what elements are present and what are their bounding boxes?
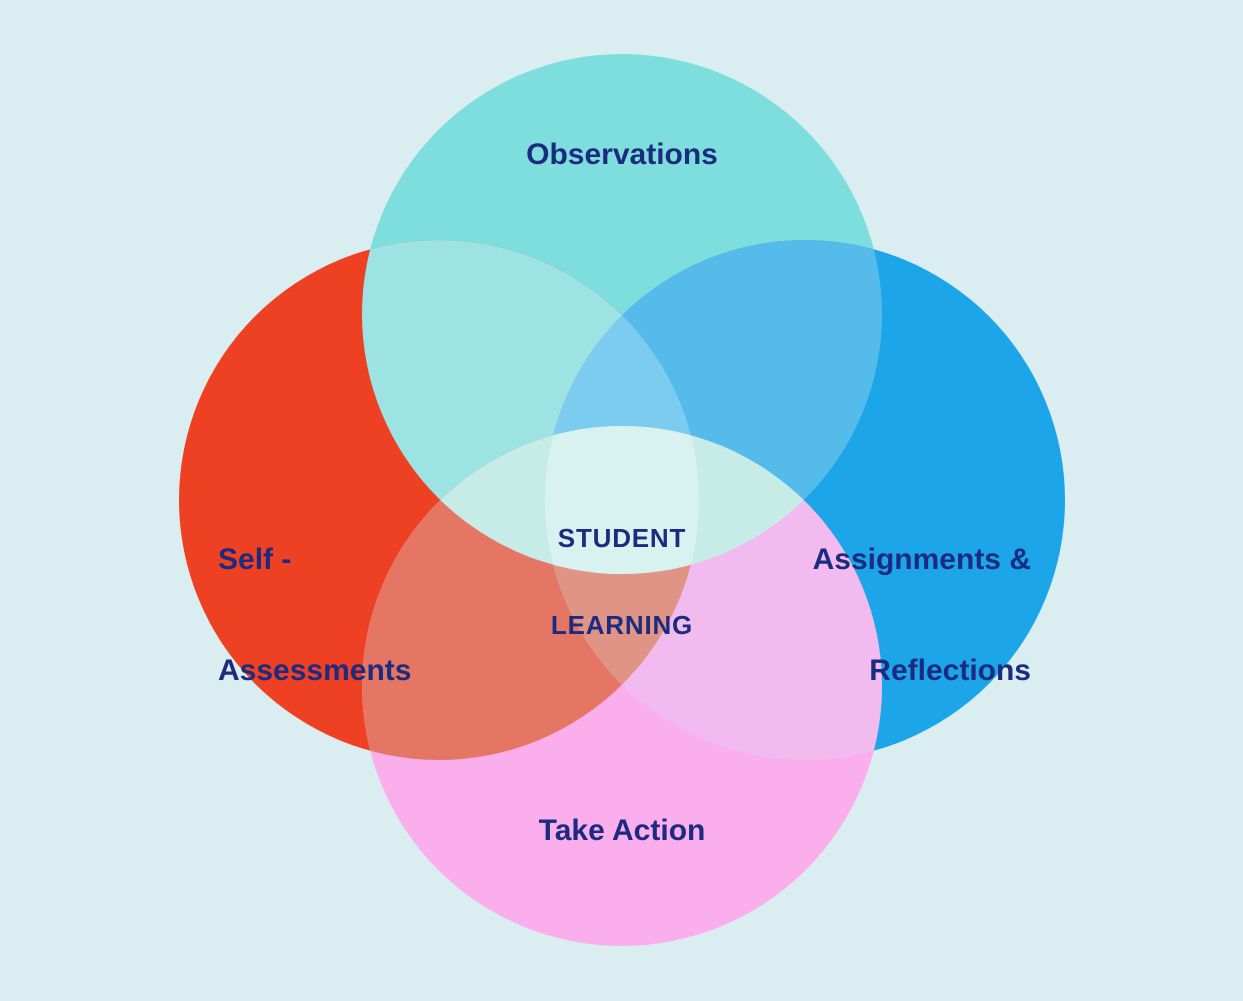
- center-title-line1: STUDENT: [557, 523, 687, 553]
- label-assignments-reflections: Assignments & Reflections: [813, 467, 1031, 763]
- label-self-assessments-line1: Self -: [218, 543, 292, 576]
- label-assignments-line2: Reflections: [869, 654, 1031, 687]
- center-title-line2: LEARNING: [550, 610, 694, 640]
- label-self-assessments: Self - Assessments: [218, 467, 411, 763]
- label-take-action: Take Action: [538, 814, 706, 847]
- center-title-student-learning: STUDENT LEARNING: [462, 466, 782, 698]
- label-observations: Observations: [526, 138, 718, 171]
- label-self-assessments-line2: Assessments: [218, 654, 412, 687]
- label-assignments-line1: Assignments &: [812, 543, 1031, 576]
